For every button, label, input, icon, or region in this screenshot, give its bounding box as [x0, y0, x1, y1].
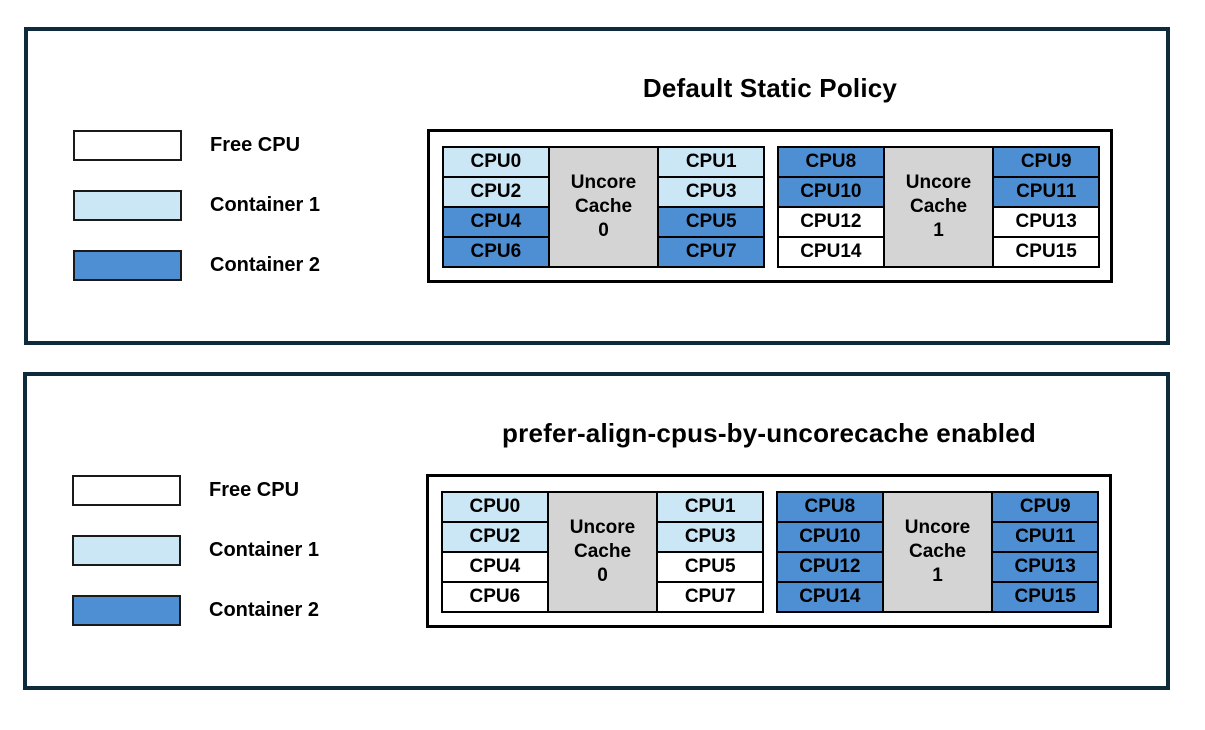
uncore-cache-0-label: Uncore Cache 0 [547, 146, 660, 268]
panel-title: prefer-align-cpus-by-uncorecache enabled [502, 418, 1036, 448]
cpu-column-left: CPU8 CPU10 CPU12 CPU14 [777, 146, 885, 268]
cpu-column-left: CPU0 CPU2 CPU4 CPU6 [441, 491, 549, 613]
legend-label: Free CPU [210, 134, 301, 156]
cpu-cell: CPU0 [441, 491, 549, 523]
legend-label: Container 1 [209, 539, 320, 561]
cpu-cell: CPU0 [442, 146, 550, 178]
cpu-cell: CPU5 [657, 206, 766, 238]
legend-swatch-free-cpu [73, 130, 182, 161]
cpu-cell: CPU3 [657, 176, 766, 208]
cpu-cell: CPU10 [777, 176, 885, 208]
cpu-cell: CPU7 [656, 581, 765, 613]
legend-item: Free CPU [72, 475, 319, 506]
cpu-cell: CPU15 [991, 581, 1100, 613]
cpu-cell: CPU4 [442, 206, 550, 238]
cpu-cell: CPU8 [777, 146, 885, 178]
legend-swatch-container-2 [72, 595, 181, 626]
cpu-column-right: CPU1 CPU3 CPU5 CPU7 [657, 146, 766, 268]
panel-title: Default Static Policy [642, 73, 898, 103]
cpu-cell: CPU13 [991, 551, 1100, 583]
cpu-column-right: CPU9 CPU11 CPU13 CPU15 [991, 491, 1100, 613]
cpu-cell: CPU2 [441, 521, 549, 553]
legend-item: Container 2 [73, 250, 320, 281]
cpu-cell: CPU12 [776, 551, 884, 583]
cpu-column-left: CPU8 CPU10 CPU12 CPU14 [776, 491, 884, 613]
legend-swatch-container-1 [72, 535, 181, 566]
cpu-cell: CPU3 [656, 521, 765, 553]
cpu-cell: CPU9 [991, 491, 1100, 523]
cpu-cell: CPU9 [992, 146, 1101, 178]
cpu-cell: CPU10 [776, 521, 884, 553]
cpu-cell: CPU5 [656, 551, 765, 583]
cache-label-text: Uncore Cache 1 [905, 172, 972, 241]
cpu-column-left: CPU0 CPU2 CPU4 CPU6 [442, 146, 550, 268]
cpu-column-right: CPU1 CPU3 CPU5 CPU7 [656, 491, 765, 613]
legend: Free CPU Container 1 Container 2 [73, 130, 320, 310]
cpu-cell: CPU14 [776, 581, 884, 613]
legend-swatch-container-2 [73, 250, 182, 281]
uncore-cache-1-group: CPU8 CPU10 CPU12 CPU14 Uncore Cache 1 CP… [777, 146, 1101, 268]
uncore-cache-0-group: CPU0 CPU2 CPU4 CPU6 Uncore Cache 0 CPU1 … [441, 491, 765, 613]
legend-item: Container 1 [73, 190, 320, 221]
uncore-cache-0-group: CPU0 CPU2 CPU4 CPU6 Uncore Cache 0 CPU1 … [442, 146, 766, 268]
legend-swatch-free-cpu [72, 475, 181, 506]
uncore-cache-0-label: Uncore Cache 0 [546, 491, 659, 613]
legend: Free CPU Container 1 Container 2 [72, 475, 319, 655]
cpu-column-right: CPU9 CPU11 CPU13 CPU15 [992, 146, 1101, 268]
cpu-cell: CPU1 [656, 491, 765, 523]
cpu-cell: CPU6 [442, 236, 550, 268]
legend-item: Container 1 [72, 535, 319, 566]
uncore-cache-1-label: Uncore Cache 1 [881, 491, 994, 613]
cache-label-text: Uncore Cache 0 [570, 172, 637, 241]
cpu-cell: CPU4 [441, 551, 549, 583]
cpu-cell: CPU11 [992, 176, 1101, 208]
cpu-diagram: CPU0 CPU2 CPU4 CPU6 Uncore Cache 0 CPU1 … [427, 129, 1113, 283]
legend-label: Container 2 [210, 254, 321, 276]
cpu-cell: CPU6 [441, 581, 549, 613]
cpu-cell: CPU11 [991, 521, 1100, 553]
cache-label-text: Uncore Cache 1 [904, 517, 971, 586]
cpu-cell: CPU12 [777, 206, 885, 238]
legend-label: Container 1 [210, 194, 321, 216]
cpu-cell: CPU2 [442, 176, 550, 208]
legend-label: Free CPU [209, 479, 300, 501]
legend-swatch-container-1 [73, 190, 182, 221]
legend-item: Container 2 [72, 595, 319, 626]
legend-item: Free CPU [73, 130, 320, 161]
cpu-cell: CPU15 [992, 236, 1101, 268]
cpu-cell: CPU1 [657, 146, 766, 178]
legend-label: Container 2 [209, 599, 320, 621]
cpu-cell: CPU8 [776, 491, 884, 523]
cpu-cell: CPU13 [992, 206, 1101, 238]
cpu-cell: CPU14 [777, 236, 885, 268]
uncore-cache-1-group: CPU8 CPU10 CPU12 CPU14 Uncore Cache 1 CP… [776, 491, 1100, 613]
prefer-align-uncorecache-panel: prefer-align-cpus-by-uncorecache enabled… [23, 372, 1170, 690]
cpu-diagram: CPU0 CPU2 CPU4 CPU6 Uncore Cache 0 CPU1 … [426, 474, 1112, 628]
cache-label-text: Uncore Cache 0 [569, 517, 636, 586]
cpu-cell: CPU7 [657, 236, 766, 268]
default-static-policy-panel: Default Static Policy Free CPU Container… [24, 27, 1170, 345]
uncore-cache-1-label: Uncore Cache 1 [882, 146, 995, 268]
